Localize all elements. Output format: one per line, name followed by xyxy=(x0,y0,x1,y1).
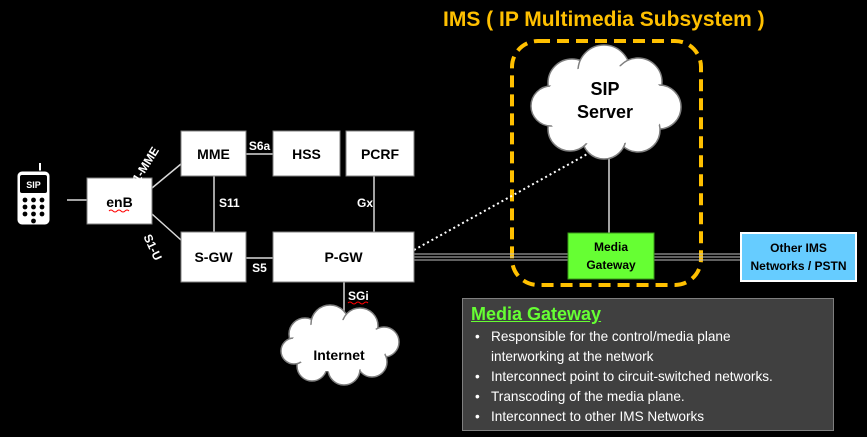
media-gateway-panel-title: Media Gateway xyxy=(471,304,602,324)
internet-label: Internet xyxy=(313,347,365,363)
sip-server-label-line-2: Server xyxy=(577,102,633,122)
pgw-label: P-GW xyxy=(324,249,363,265)
sip-phone-icon: SIP xyxy=(16,163,51,226)
internet-cloud: Internet xyxy=(280,304,400,386)
pcrf-label: PCRF xyxy=(361,146,400,162)
sgi-spellcheck-underline xyxy=(347,301,369,305)
list-item: •Transcoding of the media plane. xyxy=(475,389,685,404)
enb-label: enB xyxy=(106,194,132,210)
media-gateway-label-line-2: Gateway xyxy=(586,258,636,272)
pgw-node: P-GW xyxy=(272,231,415,283)
hss-node: HSS xyxy=(272,130,341,177)
sip-server-label-line-1: SIP xyxy=(590,79,619,99)
media-gateway-node: Media Gateway xyxy=(567,232,655,280)
media-gateway-bullet-list: •Responsible for the control/media plane… xyxy=(471,327,823,427)
list-item: •Responsible for the control/media plane xyxy=(475,329,731,344)
sgi-label: SGi xyxy=(348,289,369,303)
ims-title: IMS ( IP Multimedia Subsystem ) xyxy=(443,8,765,31)
s1-u-label: S1-U xyxy=(141,232,165,263)
mme-label: MME xyxy=(197,146,230,162)
other-ims-label-line-2: Networks / PSTN xyxy=(750,259,846,273)
s5-label: S5 xyxy=(252,261,267,275)
list-item: interworking at the network xyxy=(491,349,654,364)
sip-server-cloud: SIP Server xyxy=(530,44,682,160)
sip-signaling-dotted-line xyxy=(413,141,610,251)
ims-boundary xyxy=(510,39,703,287)
sgw-label: S-GW xyxy=(194,249,233,265)
pcrf-node: PCRF xyxy=(345,130,415,177)
media-gateway-panel: Media Gateway •Responsible for the contr… xyxy=(462,298,834,431)
list-item: •Interconnect point to circuit-switched … xyxy=(475,369,773,384)
mme-node: MME xyxy=(180,130,247,177)
s11-label: S11 xyxy=(219,196,240,210)
s6a-label: S6a xyxy=(249,139,271,153)
other-ims-node: Other IMS Networks / PSTN xyxy=(740,232,857,282)
list-item: •Interconnect to other IMS Networks xyxy=(475,409,705,424)
enb-node: enB xyxy=(86,177,153,225)
media-gateway-label-line-1: Media xyxy=(594,240,628,254)
gx-label: Gx xyxy=(357,196,373,210)
sgw-node: S-GW xyxy=(180,231,247,283)
enb-spellcheck-underline xyxy=(108,209,130,213)
other-ims-label-line-1: Other IMS xyxy=(770,241,827,255)
sip-phone-label: SIP xyxy=(26,180,41,190)
hss-label: HSS xyxy=(292,146,321,162)
